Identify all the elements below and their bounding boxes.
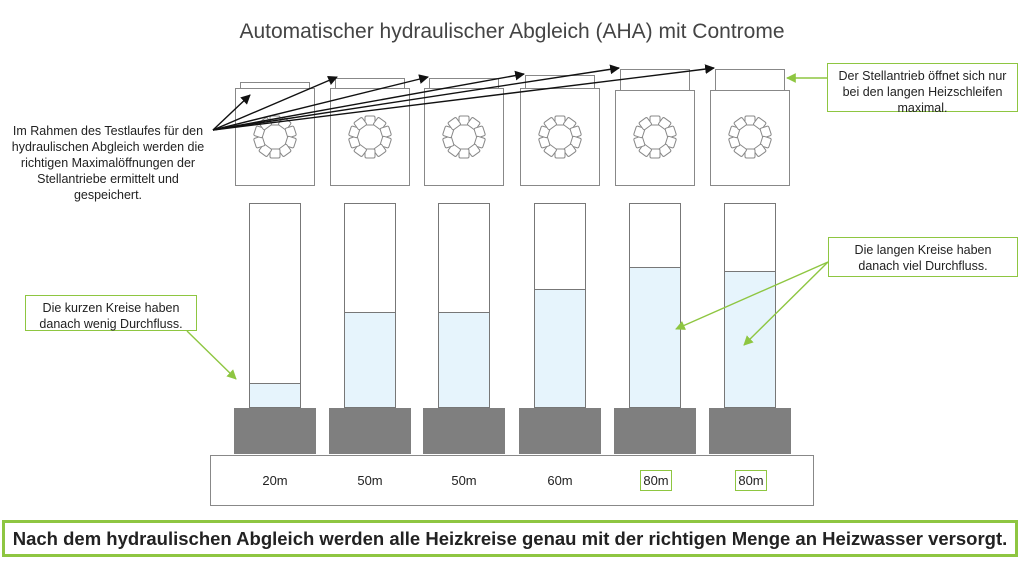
circuit-length-label: 60m bbox=[547, 473, 573, 488]
circuit-length-label: 50m bbox=[357, 473, 383, 488]
arrow-actuator-6 bbox=[212, 64, 715, 131]
actuator-body bbox=[424, 88, 504, 186]
manifold-base bbox=[519, 408, 601, 454]
arrow-actuator-1 bbox=[212, 94, 251, 131]
arrow-actuator-5 bbox=[212, 64, 620, 131]
water-fill-level bbox=[250, 383, 300, 407]
valve-ring-icon bbox=[348, 115, 392, 159]
arrow-long-circuit-1 bbox=[675, 261, 829, 330]
diagram-title: Automatischer hydraulischer Abgleich (AH… bbox=[239, 20, 785, 43]
short-circuits-note: Die kurzen Kreise haben danach wenig Dur… bbox=[25, 295, 197, 331]
test-run-note: Im Rahmen des Testlaufes für den hydraul… bbox=[11, 124, 205, 202]
valve-ring-icon bbox=[253, 115, 297, 159]
actuator-body bbox=[615, 90, 695, 186]
summary-banner: Nach dem hydraulischen Abgleich werden a… bbox=[2, 520, 1018, 557]
water-fill-level bbox=[630, 267, 680, 407]
actuator-body bbox=[710, 90, 790, 186]
circuit-length-label: 20m bbox=[262, 473, 288, 488]
flow-tube bbox=[344, 203, 396, 408]
water-fill-level bbox=[439, 312, 489, 407]
actuator-body bbox=[330, 88, 410, 186]
flow-tube bbox=[629, 203, 681, 408]
manifold-base bbox=[423, 408, 505, 454]
arrow-short-circuit bbox=[186, 330, 237, 380]
arrow-actuator-2 bbox=[212, 75, 338, 131]
circuit-length-label: 50m bbox=[451, 473, 477, 488]
actuator-note: Der Stellantrieb öffnet sich nur bei den… bbox=[827, 63, 1018, 115]
valve-ring-icon bbox=[538, 115, 582, 159]
flow-tube bbox=[534, 203, 586, 408]
circuit-length-label: 80m bbox=[735, 470, 767, 491]
manifold-base bbox=[234, 408, 316, 454]
valve-ring-icon bbox=[633, 115, 677, 159]
flow-tube bbox=[438, 203, 490, 408]
circuit-length-label: 80m bbox=[640, 470, 672, 491]
arrow-actuator-4 bbox=[212, 70, 525, 131]
arrow-actuator-3 bbox=[212, 74, 429, 131]
actuator-body bbox=[520, 88, 600, 186]
manifold-base bbox=[709, 408, 791, 454]
valve-ring-icon bbox=[442, 115, 486, 159]
length-strip bbox=[210, 455, 814, 506]
water-fill-level bbox=[345, 312, 395, 407]
water-fill-level bbox=[535, 289, 585, 407]
manifold-base bbox=[614, 408, 696, 454]
manifold-base bbox=[329, 408, 411, 454]
valve-ring-icon bbox=[728, 115, 772, 159]
flow-tube bbox=[249, 203, 301, 408]
long-circuits-note: Die langen Kreise haben danach viel Durc… bbox=[828, 237, 1018, 277]
arrow-long-circuit-2 bbox=[743, 261, 829, 346]
